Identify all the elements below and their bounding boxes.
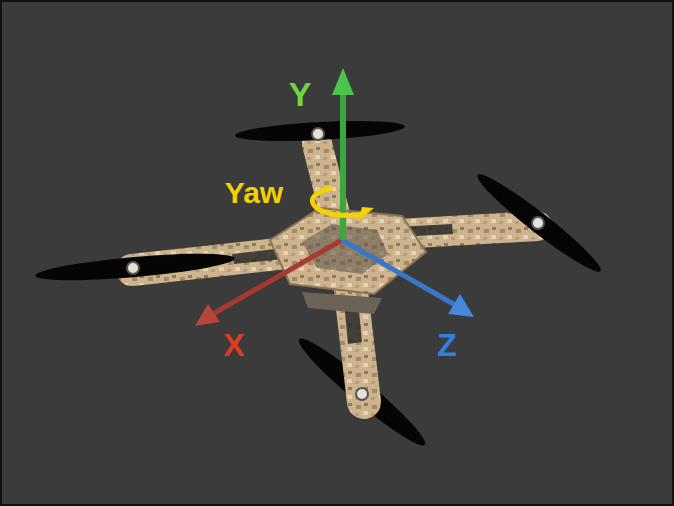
axis-label: Y [289, 77, 312, 111]
propellers [35, 118, 607, 286]
drone-body [270, 208, 426, 294]
body-underside [302, 292, 382, 314]
rotation-label: Yaw [225, 178, 283, 208]
yaw-arrow [312, 188, 374, 221]
motor-caps [127, 128, 544, 400]
axis-label: Z [437, 329, 457, 361]
axis-label: X [223, 329, 244, 361]
drone-arms [132, 144, 537, 402]
axis-arrows [195, 68, 474, 326]
